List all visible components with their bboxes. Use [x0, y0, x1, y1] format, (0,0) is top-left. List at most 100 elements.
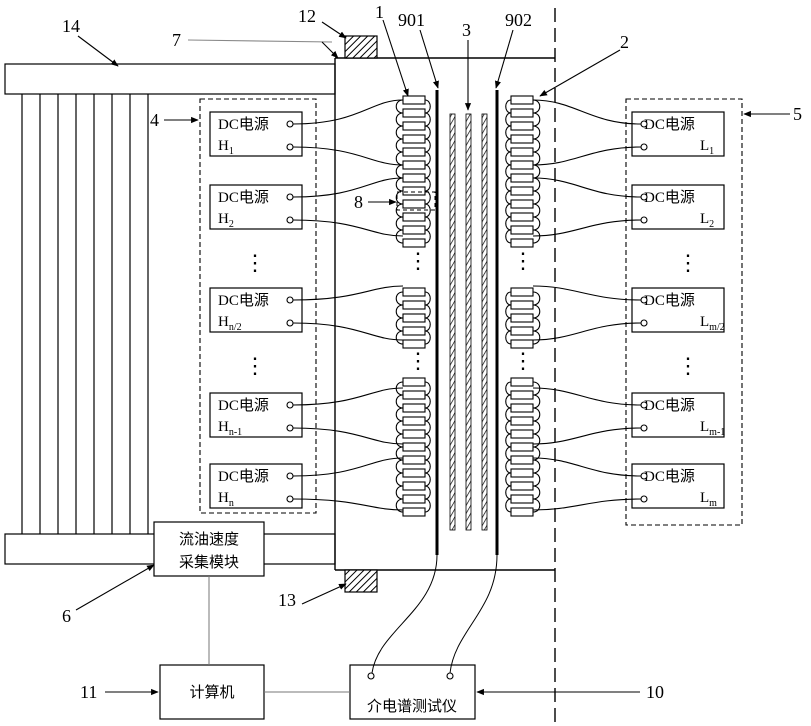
winding-bend — [533, 292, 540, 305]
right-dc-source-4: DC电源Lm-1 — [632, 393, 725, 438]
right-dc-source-3: DC电源Lm/2 — [632, 288, 725, 333]
winding-bend — [425, 447, 430, 460]
winding-bend — [425, 191, 430, 204]
wire — [293, 458, 403, 476]
coil-ellipsis-right-2: ⋮ — [512, 348, 534, 373]
tester-terminal-1 — [368, 673, 374, 679]
dc-source-terminal-plus — [287, 297, 293, 303]
winding-bend — [425, 421, 430, 434]
winding-turn — [511, 239, 533, 247]
dc-source-subscript: 1 — [229, 146, 234, 157]
winding-bend — [396, 305, 403, 318]
winding-turn — [403, 161, 425, 169]
dc-source-terminal-plus — [641, 402, 647, 408]
oil-outlet-13 — [345, 570, 377, 592]
winding-turn — [403, 96, 425, 104]
winding-left-1 — [396, 96, 430, 516]
dc-source-subscript: n-1 — [229, 427, 242, 438]
winding-turn — [403, 122, 425, 130]
winding-bend — [506, 408, 511, 421]
tester-terminal-2 — [447, 673, 453, 679]
winding-bend — [506, 434, 511, 447]
winding-turn — [511, 469, 533, 477]
winding-turn — [403, 109, 425, 117]
wire — [293, 220, 403, 236]
winding-bend — [506, 113, 511, 126]
left-dc-source-2: DC电源H2 — [210, 185, 302, 230]
wire — [293, 388, 403, 405]
winding-bend — [425, 178, 430, 191]
winding-bend — [506, 100, 511, 113]
winding-bend — [506, 473, 511, 486]
winding-turn — [403, 148, 425, 156]
winding-bend — [506, 318, 511, 331]
winding-bend — [533, 165, 540, 178]
oil-inlet-12 — [345, 36, 377, 58]
dc-source-subscript: 2 — [229, 219, 234, 230]
winding-bend — [425, 473, 430, 486]
winding-bend — [425, 395, 430, 408]
dc-source-terminal-plus — [287, 194, 293, 200]
dc-source-title: DC电源 — [644, 116, 695, 133]
winding-bend — [396, 292, 403, 305]
winding-turn — [511, 391, 533, 399]
dc-source-subscript: m-1 — [709, 427, 725, 438]
winding-bend — [425, 152, 430, 165]
dc-source-terminal-minus — [287, 320, 293, 326]
wire — [293, 428, 403, 444]
flow-speed-module-line2: 采集模块 — [179, 554, 239, 571]
left-ellipsis-1: ⋮ — [244, 250, 266, 275]
winding-turn — [403, 200, 425, 208]
dc-source-title: DC电源 — [218, 189, 269, 206]
label-13: 13 — [278, 590, 296, 610]
dc-source-subscript: 1 — [709, 146, 714, 157]
pressboard-strip — [482, 114, 487, 530]
wire — [533, 220, 641, 236]
winding-bend — [396, 486, 403, 499]
wire — [293, 499, 403, 510]
wire — [533, 178, 641, 197]
winding-bend — [396, 395, 403, 408]
dc-source-title: DC电源 — [644, 292, 695, 309]
winding-turn — [403, 327, 425, 335]
winding-bend — [396, 421, 403, 434]
winding-bend — [506, 331, 511, 344]
winding-turn — [511, 200, 533, 208]
pressboard-3 — [450, 114, 487, 530]
dc-source-terminal-minus — [641, 320, 647, 326]
winding-turn — [511, 482, 533, 490]
winding-bend — [396, 126, 403, 139]
wire — [533, 458, 641, 476]
dc-source-terminal-minus — [641, 217, 647, 223]
wire — [533, 147, 641, 165]
winding-right-2 — [506, 96, 540, 516]
winding-turn — [511, 174, 533, 182]
dielectric-spectrum-tester: 介电谱测试仪 — [350, 665, 475, 719]
radiator-fins — [22, 94, 148, 534]
label-14: 14 — [62, 16, 80, 36]
winding-turn — [511, 301, 533, 309]
winding-turn — [511, 417, 533, 425]
winding-turn — [511, 314, 533, 322]
wire — [293, 100, 403, 124]
winding-bend — [533, 100, 540, 113]
winding-bend — [425, 318, 430, 331]
winding-turn — [511, 187, 533, 195]
dc-source-title: DC电源 — [218, 116, 269, 133]
wire — [293, 147, 403, 165]
coil-ellipsis-left-2: ⋮ — [407, 348, 429, 373]
leader-7 — [188, 40, 332, 42]
dc-source-terminal-plus — [287, 121, 293, 127]
dc-source-title: DC电源 — [218, 292, 269, 309]
wire — [293, 286, 403, 300]
dc-source-terminal-plus — [641, 473, 647, 479]
leader-2 — [540, 50, 620, 96]
right-dc-source-1: DC电源L1 — [632, 112, 724, 157]
winding-turn — [403, 340, 425, 348]
dc-source-terminal-minus — [287, 217, 293, 223]
winding-turn — [403, 288, 425, 296]
coil-ellipsis-left-1: ⋮ — [407, 248, 429, 273]
coil-ellipsis-right-1: ⋮ — [512, 248, 534, 273]
right-dc-source-2: DC电源L2 — [632, 185, 724, 230]
dc-source-terminal-minus — [641, 496, 647, 502]
